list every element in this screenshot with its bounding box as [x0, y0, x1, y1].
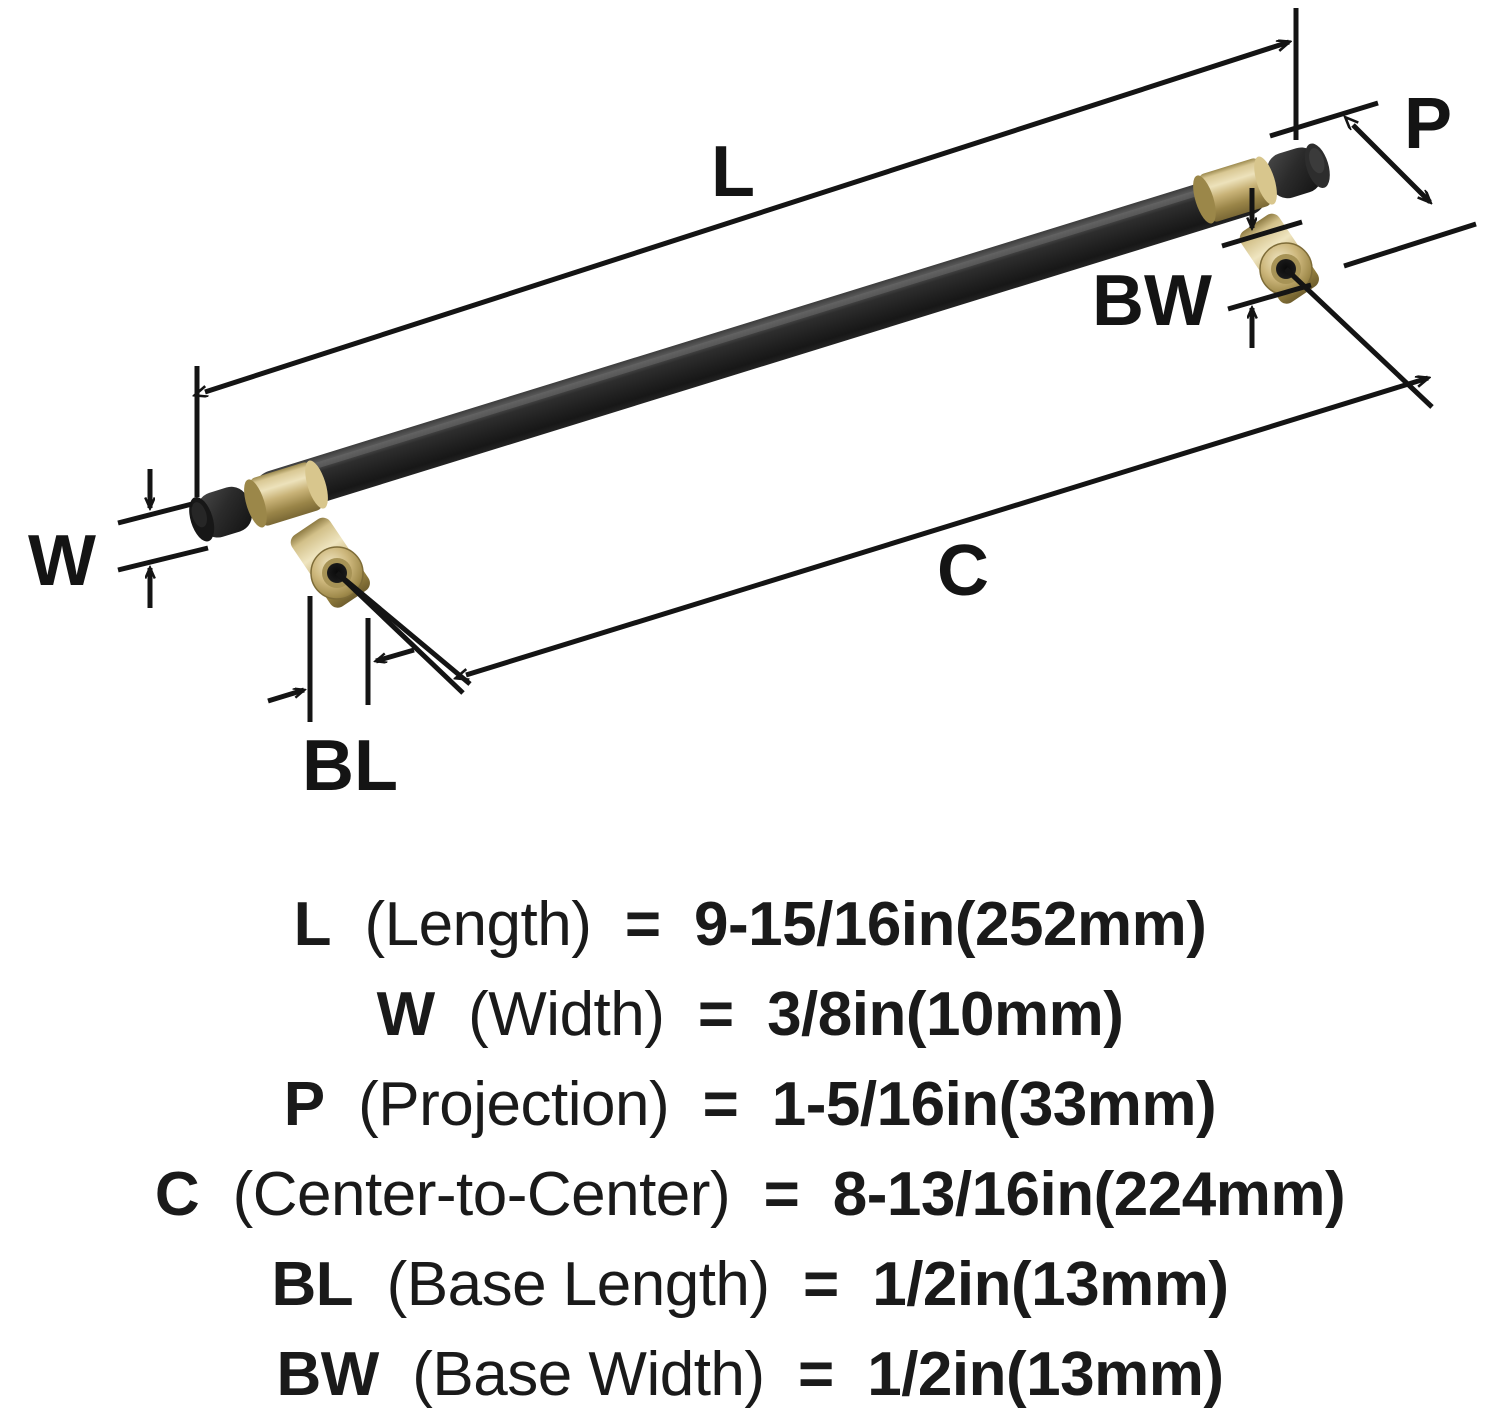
spec-row-width: W (Width) = 3/8in(10mm): [0, 970, 1500, 1060]
dimension-label-L: L: [711, 132, 755, 212]
left-brass-collar: [244, 460, 328, 528]
P-dim-line: [1353, 125, 1430, 202]
BW-ext-upper: [1221, 219, 1303, 249]
dimension-BW: [1221, 188, 1312, 348]
dimension-label-C: C: [937, 531, 989, 611]
dimension-C: [335, 267, 1434, 695]
dimension-label-BW: BW: [1092, 261, 1212, 341]
spec-name-L: (Length): [364, 890, 592, 959]
spec-value-BW: 1/2in(13mm): [867, 1340, 1224, 1409]
spec-row-base-width: BW (Base Width) = 1/2in(13mm): [0, 1330, 1500, 1420]
dimension-BL: [267, 571, 472, 722]
product-dimension-diagram: L C W P: [28, 8, 1477, 806]
dimension-W: [117, 469, 209, 608]
spec-equals-BW: =: [798, 1340, 834, 1409]
spec-name-P: (Projection): [358, 1070, 670, 1139]
spec-value-P: 1-5/16in(33mm): [771, 1070, 1217, 1139]
spec-name-BL: (Base Length): [386, 1250, 770, 1319]
spec-symbol-P: P: [283, 1070, 325, 1139]
BW-ext-lower: [1227, 282, 1312, 312]
spec-equals-C: =: [763, 1160, 800, 1229]
spec-row-length: L (Length) = 9-15/16in(252mm): [0, 880, 1500, 970]
right-end-cap-icon: [1267, 143, 1330, 199]
specification-list: L (Length) = 9-15/16in(252mm) W (Width) …: [0, 880, 1500, 1427]
spec-row-projection: P (Projection) = 1-5/16in(33mm): [0, 1060, 1500, 1150]
spec-equals-BL: =: [803, 1250, 839, 1319]
spec-value-L: 9-15/16in(252mm): [694, 890, 1207, 959]
spec-equals-L: =: [624, 890, 661, 959]
spec-value-C: 8-13/16in(224mm): [832, 1160, 1346, 1229]
W-ext-top: [117, 501, 193, 526]
spec-symbol-BL: BL: [271, 1250, 354, 1319]
L-dim-line: [205, 42, 1289, 392]
C-ext-right: [1284, 267, 1434, 409]
BL-arrow-right: [267, 690, 304, 704]
C-dim-line: [466, 378, 1428, 675]
spec-equals-W: =: [697, 980, 734, 1049]
left-end-cap-icon: [189, 486, 252, 542]
dimension-label-W: W: [28, 521, 96, 601]
spec-symbol-L: L: [293, 890, 332, 959]
BL-leader: [335, 571, 472, 686]
dimension-L: [197, 8, 1299, 497]
dimension-label-P: P: [1404, 84, 1452, 164]
diagram-canvas: L C W P: [28, 8, 1477, 806]
spec-symbol-W: W: [376, 980, 436, 1049]
spec-value-BL: 1/2in(13mm): [872, 1250, 1229, 1319]
W-ext-bottom: [117, 545, 209, 573]
spec-name-C: (Center-to-Center): [232, 1160, 731, 1229]
BL-arrow-left: [376, 647, 415, 661]
bar-tube: [252, 170, 1268, 516]
P-ext-lower: [1343, 221, 1477, 269]
spec-value-W: 3/8in(10mm): [767, 980, 1124, 1049]
spec-name-W: (Width): [468, 980, 665, 1049]
spec-equals-P: =: [702, 1070, 739, 1139]
spec-row-center-to-center: C (Center-to-Center) = 8-13/16in(224mm): [0, 1150, 1500, 1240]
spec-symbol-C: C: [154, 1160, 200, 1229]
dimension-P: [1269, 100, 1477, 269]
spec-row-base-length: BL (Base Length) = 1/2in(13mm): [0, 1240, 1500, 1330]
spec-name-BW: (Base Width): [412, 1340, 765, 1409]
dimension-label-BL: BL: [302, 726, 398, 806]
P-ext-upper: [1269, 100, 1379, 139]
spec-symbol-BW: BW: [276, 1340, 379, 1409]
